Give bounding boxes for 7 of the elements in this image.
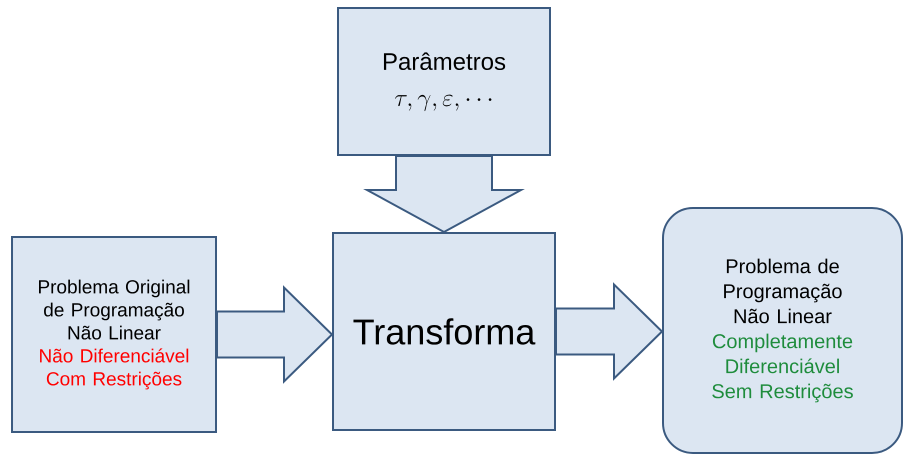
text-box: Parâmetros $\tau, \gamma, \varepsilon, \cdots$ (337, 7, 551, 156)
block-arrow (363, 155, 525, 234)
text-box: Transforma (332, 232, 556, 431)
block-arrow (216, 285, 334, 384)
block-arrow (555, 282, 664, 381)
rounded-box: Problema de Programação Não Linear Completamente Diferenciável Sem Restrições (662, 207, 903, 454)
text-box: Problema Original de Programação Não Linear Não Diferenciável Com Restrições (11, 236, 217, 433)
